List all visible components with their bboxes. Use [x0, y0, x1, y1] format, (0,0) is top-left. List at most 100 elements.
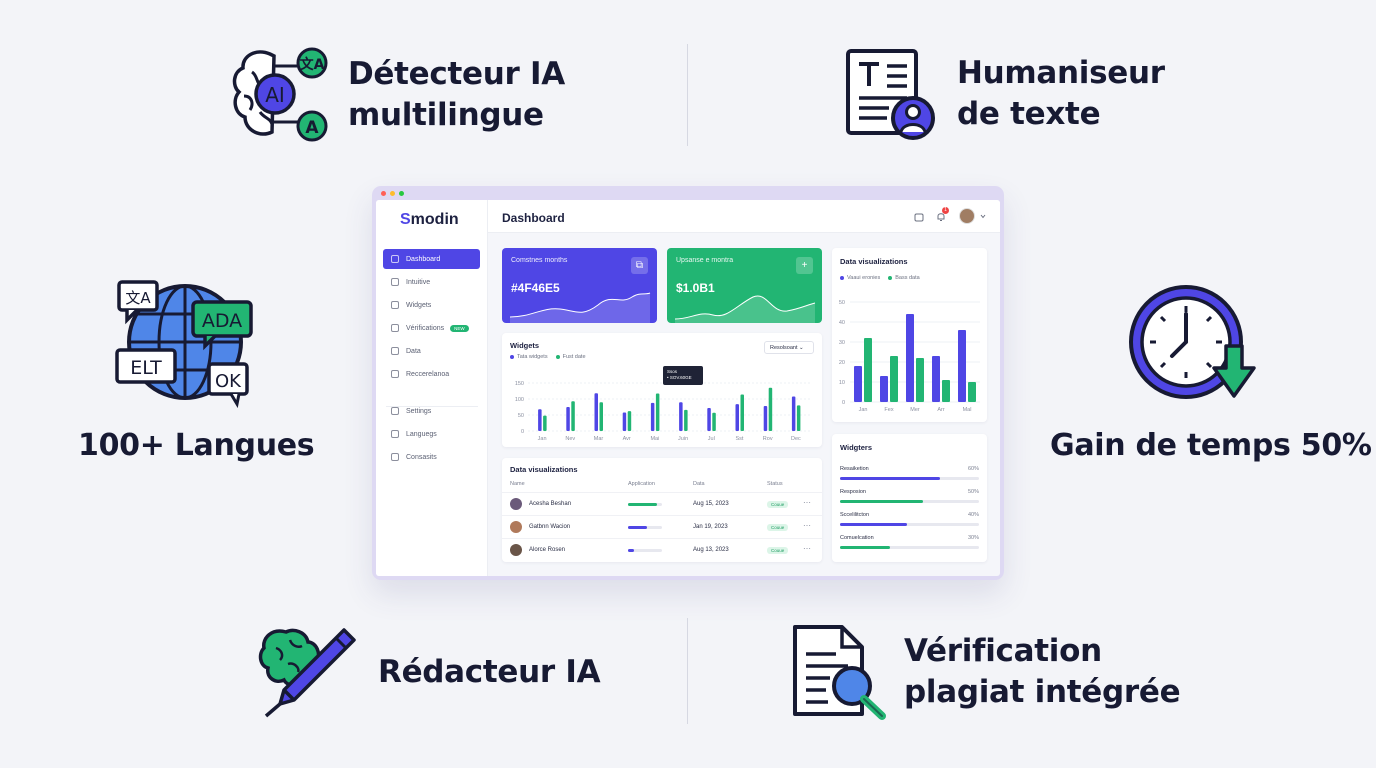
- progress-bar: [628, 503, 662, 506]
- apps-icon: [391, 278, 399, 286]
- maximize-dot[interactable]: [399, 191, 404, 196]
- bar: [684, 409, 688, 431]
- y-tick-label: 50: [518, 413, 524, 419]
- feature-plagiarism: Vérification plagiat intégrée: [792, 624, 1181, 720]
- globe-icon: [391, 430, 399, 438]
- svg-text:ELT: ELT: [130, 357, 162, 379]
- nav-widgets[interactable]: Widgets: [383, 295, 480, 315]
- row-date: Aug 13, 2023: [693, 547, 729, 553]
- stat-value: #4F46E5: [511, 281, 560, 295]
- bar: [796, 405, 801, 431]
- widgets-legend: Tata widgets Fust date: [510, 354, 586, 360]
- col-application[interactable]: Application: [628, 481, 655, 487]
- stat-card-purple[interactable]: Comstnes months #4F46E5 ⧉: [502, 248, 657, 323]
- nav-settings[interactable]: Settings: [383, 401, 480, 421]
- table-title: Data visualizations: [510, 465, 578, 474]
- feature-writer: Rédacteur IA: [258, 624, 601, 720]
- writer-title: Rédacteur IA: [378, 653, 601, 690]
- calendar-icon[interactable]: [914, 212, 924, 222]
- nav-data[interactable]: Data: [383, 341, 480, 361]
- table-row[interactable]: Gatbnn Wacion Jan 19, 2023 Couue ⋯: [502, 515, 822, 538]
- stat-label: Upsanse e montra: [676, 257, 734, 264]
- plagiarism-line1: Vérification: [904, 633, 1102, 669]
- plus-icon[interactable]: +: [796, 257, 813, 274]
- progress-label: Resaiketion: [840, 466, 869, 472]
- x-tick-label: Jan: [538, 436, 547, 442]
- progress-percent: 50%: [967, 489, 979, 495]
- more-icon[interactable]: ⋯: [803, 521, 811, 530]
- minimize-dot[interactable]: [390, 191, 395, 196]
- document-magnifier-icon: [793, 625, 886, 720]
- separator-top: [687, 44, 688, 146]
- col-status[interactable]: Status: [767, 481, 783, 487]
- col-data[interactable]: Data: [693, 481, 705, 487]
- legend-item: Tata widgets: [510, 354, 548, 360]
- close-dot[interactable]: [381, 191, 386, 196]
- row-date: Jan 19, 2023: [693, 524, 728, 530]
- logout-icon: [391, 453, 399, 461]
- bar: [712, 412, 716, 431]
- grid-icon: [391, 255, 399, 263]
- y-tick-label: 0: [842, 400, 845, 406]
- svg-text:A: A: [305, 118, 319, 138]
- app-window: Smodin Dashboard Intuitive Widgets Vérif…: [376, 200, 1000, 576]
- bar: [599, 402, 603, 431]
- copy-icon[interactable]: ⧉: [631, 257, 648, 274]
- more-icon[interactable]: ⋯: [803, 544, 811, 553]
- progress-bar: [840, 477, 979, 480]
- progress-fill: [840, 546, 891, 549]
- x-tick-label: Mer: [910, 407, 920, 413]
- page-title: Dashboard: [502, 211, 565, 225]
- bar: [864, 338, 872, 402]
- sidebar-divider: [386, 406, 478, 407]
- stat-value: $1.0B1: [676, 281, 715, 295]
- nav-recommendations[interactable]: Reccerelanoa: [383, 364, 480, 384]
- col-name[interactable]: Name: [510, 481, 525, 487]
- stat-card-green[interactable]: Upsanse e montra $1.0B1 +: [667, 248, 822, 323]
- detector-line2: multilingue: [348, 97, 544, 133]
- more-icon[interactable]: ⋯: [803, 498, 811, 507]
- bar: [538, 409, 542, 431]
- gear-icon: [391, 407, 399, 415]
- status-badge: Couue: [767, 524, 789, 531]
- nav-logout[interactable]: Consasits: [383, 447, 480, 467]
- bar: [763, 406, 768, 431]
- row-date: Aug 15, 2023: [693, 501, 729, 507]
- bar: [707, 407, 711, 431]
- bar: [791, 396, 796, 431]
- document-user-icon: [846, 49, 935, 140]
- avatar[interactable]: [959, 208, 975, 224]
- brain-ai-translate-icon: AI 文A A: [232, 47, 328, 142]
- progress-bar: [628, 549, 662, 552]
- detector-title: Détecteur IA multilingue: [348, 54, 565, 136]
- dataviz-card: Data visualizations Vaaui eronies Bass d…: [832, 248, 987, 422]
- progress-bar: [628, 526, 662, 529]
- window-controls: [381, 191, 404, 196]
- app-logo[interactable]: Smodin: [400, 211, 459, 228]
- bar: [942, 380, 950, 402]
- humanizer-title: Humaniseur de texte: [957, 53, 1165, 135]
- bar: [968, 382, 976, 402]
- data-table-card: Data visualizations Name Application Dat…: [502, 458, 822, 562]
- progress-bar: [840, 546, 979, 549]
- bell-icon[interactable]: [936, 211, 946, 222]
- period-dropdown[interactable]: Resolsoant ⌄: [764, 341, 814, 354]
- x-tick-label: Mal: [963, 407, 972, 413]
- bar: [655, 393, 660, 431]
- bar: [854, 366, 862, 402]
- progress-fill: [840, 477, 941, 480]
- row-name: Gatbnn Wacion: [529, 524, 571, 530]
- bar: [543, 415, 547, 431]
- svg-text:OK: OK: [215, 371, 242, 392]
- brain-pen-icon: [258, 628, 356, 718]
- nav-intuitive[interactable]: Intuitive: [383, 272, 480, 292]
- svg-text:ADA: ADA: [202, 310, 242, 332]
- progress-percent: 40%: [967, 512, 979, 518]
- chevron-down-icon[interactable]: [980, 214, 986, 219]
- nav-languages[interactable]: Languegs: [383, 424, 480, 444]
- dataviz-title: Data visualizations: [840, 257, 908, 266]
- nav-dashboard[interactable]: Dashboard: [383, 249, 480, 269]
